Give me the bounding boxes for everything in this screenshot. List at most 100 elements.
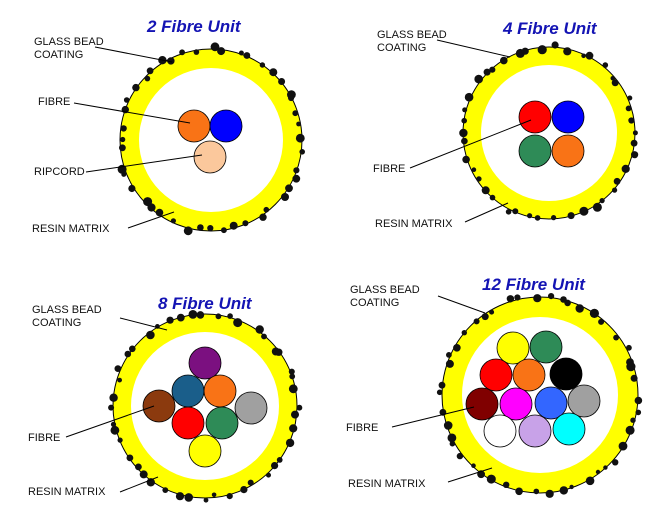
glass-bead — [612, 459, 619, 466]
unit-4-coating-label-2: COATING — [377, 42, 426, 54]
glass-bead — [464, 92, 474, 102]
glass-bead — [117, 437, 123, 443]
glass-bead — [109, 393, 118, 402]
unit-12-fibre-label: FIBRE — [346, 422, 378, 434]
glass-bead — [240, 486, 248, 494]
unit-8-coating-label-2: COATING — [32, 317, 81, 329]
glass-bead — [123, 97, 130, 103]
glass-bead — [533, 294, 542, 303]
glass-bead — [459, 128, 468, 138]
glass-bead — [481, 313, 489, 321]
glass-bead — [551, 41, 559, 49]
glass-bead — [176, 313, 185, 322]
unit-4-coating-label-1: GLASS BEAD — [377, 29, 447, 41]
unit-12-fibre-cyan — [552, 412, 586, 446]
glass-bead — [110, 421, 117, 427]
unit-4-title: 4 Fibre Unit — [502, 19, 598, 38]
unit-8-fibre-purple — [188, 346, 222, 380]
glass-bead — [483, 68, 491, 76]
glass-bead — [489, 66, 496, 73]
glass-bead — [471, 167, 477, 172]
unit-12-fibre-red — [479, 358, 513, 392]
unit-4-fibre-red — [518, 100, 552, 134]
glass-bead — [537, 45, 547, 55]
unit-2-fibre-leader — [73, 102, 191, 124]
unit-4-fibre-leader — [409, 119, 532, 169]
glass-bead — [296, 121, 301, 127]
glass-bead — [281, 193, 289, 201]
unit-8-fibre-label: FIBRE — [28, 432, 60, 444]
glass-bead — [110, 425, 120, 435]
glass-bead — [291, 410, 299, 419]
glass-bead — [259, 213, 267, 221]
glass-bead — [456, 452, 464, 460]
glass-bead — [527, 213, 533, 219]
glass-bead — [124, 350, 132, 358]
glass-bead — [170, 218, 176, 224]
glass-bead — [564, 299, 571, 307]
unit-2-ripcord-leader — [85, 154, 203, 173]
glass-bead — [449, 440, 456, 447]
glass-bead — [146, 67, 154, 75]
glass-bead — [625, 425, 635, 435]
unit-4-resin-label: RESIN MATRIX — [375, 218, 453, 230]
unit-8-fibre-green — [205, 406, 239, 440]
glass-bead — [436, 389, 443, 396]
glass-bead — [534, 215, 541, 221]
glass-bead — [447, 433, 457, 443]
glass-bead — [512, 208, 519, 215]
glass-bead — [269, 68, 278, 77]
glass-bead — [266, 472, 271, 478]
glass-bead — [233, 318, 243, 328]
glass-bead — [476, 176, 482, 182]
glass-bead — [611, 79, 619, 87]
glass-bead — [575, 304, 584, 313]
glass-bead — [120, 136, 126, 143]
unit-8-title: 8 Fibre Unit — [158, 294, 253, 313]
glass-bead — [276, 457, 283, 463]
unit-8-fibre-orange — [203, 374, 237, 408]
glass-bead — [533, 488, 540, 495]
glass-bead — [128, 184, 136, 193]
unit-2-glass-beads — [117, 42, 306, 236]
unit-4-fibre-orange — [551, 134, 585, 168]
glass-bead — [143, 197, 153, 207]
unit-12-fibre-magenta — [499, 387, 533, 421]
glass-bead — [630, 417, 636, 423]
unit-2-fibre-label: FIBRE — [38, 96, 70, 108]
glass-bead — [481, 186, 490, 195]
glass-bead — [139, 470, 148, 479]
glass-bead — [563, 47, 572, 56]
glass-bead — [473, 318, 480, 325]
glass-bead — [289, 424, 298, 433]
glass-bead — [592, 202, 602, 212]
glass-bead — [183, 226, 193, 236]
glass-bead — [288, 368, 295, 375]
glass-bead — [285, 438, 295, 448]
glass-bead — [184, 493, 193, 502]
glass-bead — [296, 404, 303, 411]
glass-bead — [610, 76, 616, 81]
unit-2-resin-leader — [127, 211, 175, 229]
glass-bead — [288, 384, 298, 394]
glass-bead — [210, 42, 220, 52]
glass-bead — [289, 373, 296, 380]
glass-bead — [625, 105, 632, 112]
unit-4-fibre: 4 Fibre Unit GLASS BEAD COATING FIBRE RE… — [373, 19, 639, 230]
unit-4-coating-leader — [436, 39, 511, 58]
glass-bead — [271, 462, 279, 470]
glass-bead — [453, 344, 461, 352]
glass-bead — [275, 348, 283, 356]
glass-bead — [631, 151, 639, 159]
glass-bead — [461, 330, 467, 336]
glass-bead — [515, 487, 523, 496]
unit-12-fibre-white — [483, 414, 517, 448]
unit-12-fibre-grey — [567, 384, 601, 418]
glass-bead — [569, 484, 574, 490]
unit-2-resin-label: RESIN MATRIX — [32, 223, 110, 235]
glass-bead — [506, 295, 515, 303]
glass-bead — [242, 220, 249, 227]
glass-bead — [443, 421, 453, 430]
glass-bead — [229, 221, 238, 230]
